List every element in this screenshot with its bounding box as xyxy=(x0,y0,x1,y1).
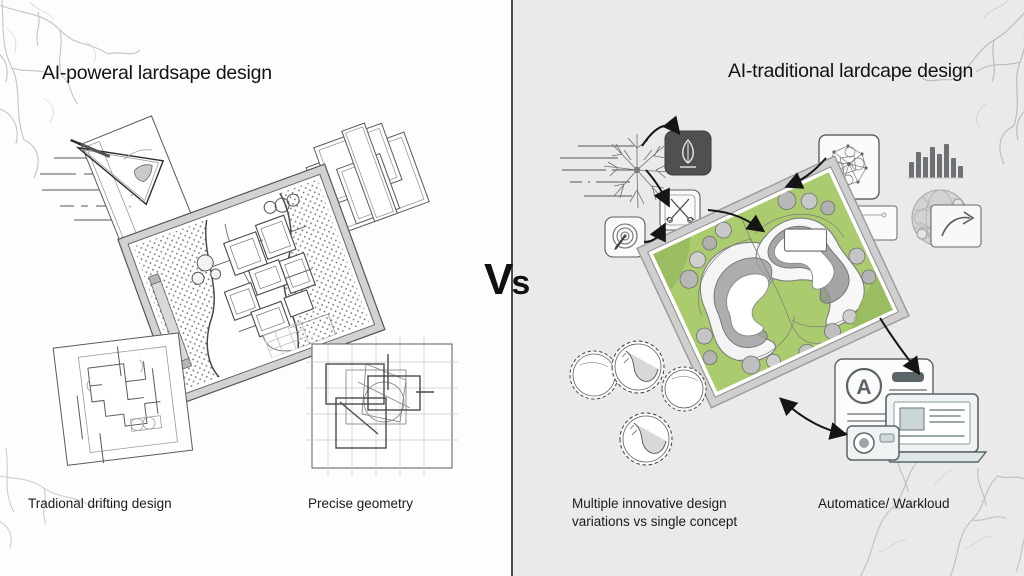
floor-plan-sketch xyxy=(52,330,197,470)
panel-divider xyxy=(511,0,513,576)
bar-chart-icon xyxy=(905,134,963,182)
caption-traditional-drifting-design: Tradional drifting design xyxy=(28,496,172,511)
rotated-landscape-plan-colored xyxy=(636,155,910,409)
page-title-left: AI-poweral lardsape design xyxy=(42,62,272,84)
versus-label: Vs xyxy=(484,255,530,304)
monitor-icon[interactable] xyxy=(880,392,988,468)
versus-s: s xyxy=(511,264,530,302)
motion-speed-lines-right xyxy=(560,140,642,206)
versus-v: V xyxy=(484,255,513,304)
arrow-icon[interactable] xyxy=(930,204,982,248)
tree-canopy-circles xyxy=(560,340,712,480)
camera-icon[interactable] xyxy=(846,418,902,464)
caption-precise-geometry: Precise geometry xyxy=(308,496,414,511)
page-title-right: AI-traditional lardcape design xyxy=(728,60,974,82)
crossed-tools-icon[interactable] xyxy=(659,189,701,231)
leaf-icon[interactable] xyxy=(664,130,712,176)
caption-multiple-variations: Multiple innovative design variations vs… xyxy=(572,496,738,530)
caption-automation-workload: Automatice/ Warkloud xyxy=(818,496,950,511)
precise-geometry-grid-drawing xyxy=(306,336,458,476)
document-card-letter: A xyxy=(856,376,871,399)
